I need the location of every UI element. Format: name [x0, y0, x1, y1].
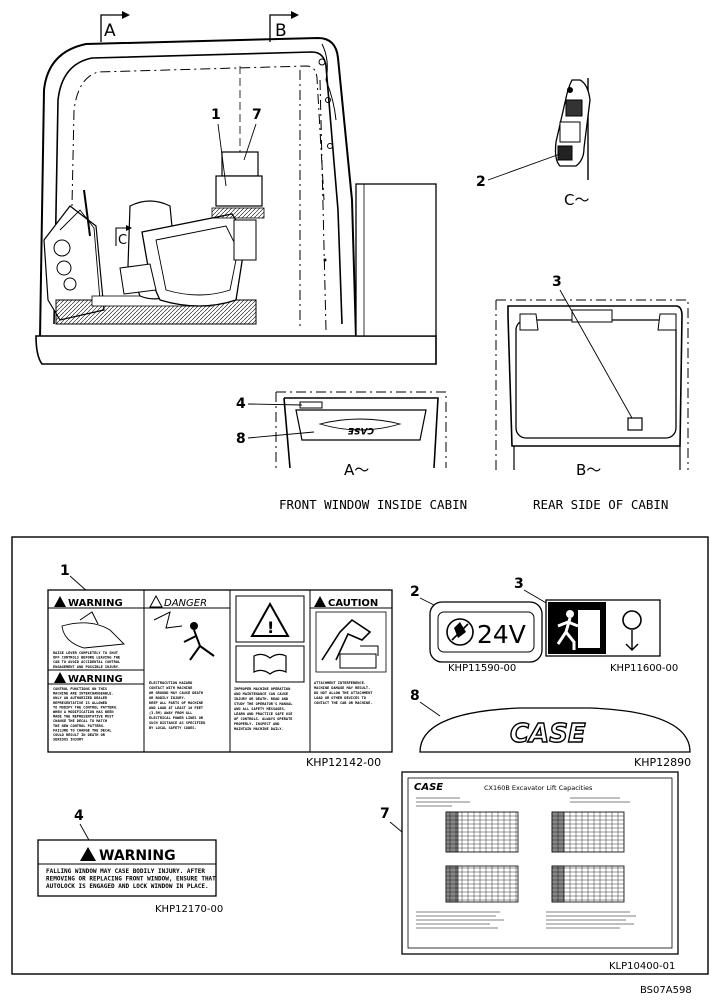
decal-4-part-number: KHP12170-00 [155, 904, 223, 915]
decal-4: 4 WARNING FALLING WINDOW MAY CASE BODILY… [37, 808, 223, 915]
c-view-label: C～ [564, 191, 589, 209]
a-view-case-mark: CASE [347, 425, 374, 435]
exit-arrow-icon [622, 610, 642, 630]
callout-8: 8 [236, 431, 246, 447]
decal-7-brand: CASE [414, 782, 443, 793]
decal-4-number: 4 [74, 808, 84, 824]
decal-1-number: 1 [60, 563, 70, 579]
callout-3: 3 [552, 274, 562, 290]
decal-2: 2 24V KHP11590-00 [410, 584, 543, 674]
decal-1-caution-text: ATTACHMENT INTERFERENCE.MACHINE DAMAGE M… [314, 681, 372, 705]
callout-2: 2 [476, 174, 486, 190]
decal-7-part-number: KLP10400-01 [609, 961, 675, 972]
c-view-detail: 2 C～ [476, 78, 591, 209]
decal-kit-frame [11, 536, 709, 975]
decal-4-warning: WARNING [99, 848, 176, 864]
rear-cabin-caption: REAR SIDE OF CABIN [533, 497, 668, 512]
section-b-marker: B [269, 11, 299, 42]
decal-1-part-number: KHP12142-00 [306, 756, 381, 769]
decal-4-text: FALLING WINDOW MAY CASE BODILY INJURY. A… [46, 868, 216, 890]
section-c-label: C [118, 233, 127, 248]
emergency-exit-icon [566, 610, 574, 618]
decal-8-part-number: KHP12890 [634, 756, 691, 769]
decal-2-part-number: KHP11590-00 [448, 663, 516, 674]
decal-7-location [221, 151, 259, 177]
decal-7: 7 CASE CX160B Excavator Lift Capacities … [380, 771, 679, 972]
decal-7-title: CX160B Excavator Lift Capacities [484, 784, 593, 792]
decal-1-warning-2: WARNING [68, 674, 123, 685]
b-view-label: B～ [576, 461, 601, 479]
decal-2-number: 2 [410, 584, 420, 600]
decal-1-danger: DANGER [164, 598, 207, 609]
decal-1-exclaim-icon: ! [267, 618, 274, 637]
decal-8-number: 8 [410, 688, 420, 704]
section-a-marker: A [100, 11, 130, 42]
decal-7-number: 7 [380, 806, 390, 822]
figure-code: BS07A598 [640, 985, 692, 996]
a-view-label: A～ [344, 461, 369, 479]
decal-1-location [215, 175, 263, 207]
decal-8: 8 CASE KHP12890 [410, 688, 691, 769]
decal-3-location [627, 417, 643, 431]
section-c-marker: C [115, 225, 132, 248]
decal-2-voltage: 24V [477, 620, 526, 649]
b-view-detail: 3 B～ REAR SIDE OF CABIN [495, 274, 689, 512]
cab-side-view: A B [35, 11, 437, 365]
callout-4: 4 [236, 396, 246, 412]
front-window-caption: FRONT WINDOW INSIDE CABIN [279, 497, 467, 512]
decal-1: 1 WARNING RAISE LEVER COMPLETELY TO SHUT… [47, 563, 393, 769]
callout-7: 7 [252, 107, 262, 123]
decal-1-caution: CAUTION [328, 598, 378, 609]
a-view-detail: CASE 4 8 A～ FRONT WINDOW INSIDE CABIN [236, 391, 467, 512]
decal-3-part-number: KHP11600-00 [610, 663, 678, 674]
decal-1-manual-icon [253, 653, 287, 675]
decal-8-brand: CASE [510, 719, 586, 749]
callout-1: 1 [211, 107, 221, 123]
decal-3: 3 KHP11600-00 [514, 576, 678, 674]
decal-1-warning-1: WARNING [68, 598, 123, 609]
section-a-label: A [104, 21, 116, 41]
section-b-label: B [275, 21, 287, 41]
decal-3-number: 3 [514, 576, 524, 592]
